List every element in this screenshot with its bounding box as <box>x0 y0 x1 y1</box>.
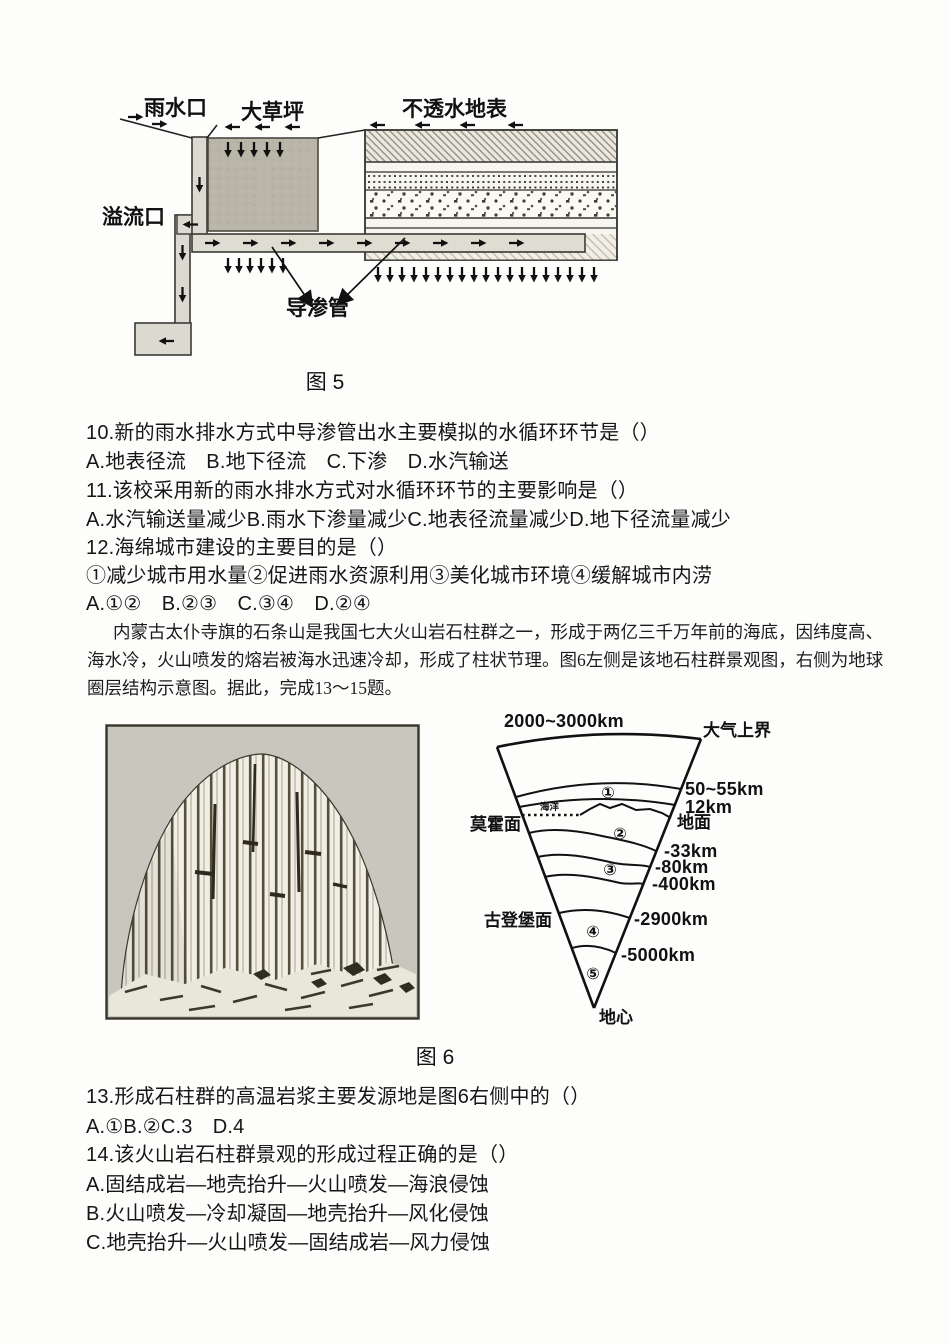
passage-line-2: 海水冷，火山喷发的熔岩被海水迅速冷却，形成了柱状节理。图6左侧是该地石柱群景观图… <box>87 650 884 670</box>
lawn-box <box>207 137 319 232</box>
q12-stem: 12.海绵城市建设的主要目的是（） <box>86 537 398 559</box>
infiltration-pipe <box>191 233 586 253</box>
label-moho: 莫霍面 <box>469 815 521 834</box>
rubble-field <box>109 962 416 1016</box>
label-earth-center: 地心 <box>599 1007 633 1027</box>
q10-stem: 10.新的雨水排水方式中导渗管出水主要模拟的水循环环节是（） <box>86 422 660 444</box>
label-ocean: 海洋 <box>540 801 560 813</box>
rock-columns-photo <box>105 724 420 1020</box>
figure5-drainage-diagram: 雨水口 大草坪 不透水地表 溢流口 导渗管 <box>102 97 618 356</box>
layer-1: ① <box>601 783 615 802</box>
basalt-dome <box>120 753 398 997</box>
q14-option-a: A.固结成岩—地壳抬升—火山喷发—海浪侵蚀 <box>86 1174 490 1196</box>
depth-33km: -33km <box>664 841 718 861</box>
seepage-arrows-right <box>373 265 599 284</box>
label-atmosphere-top: 大气上界 <box>703 720 771 740</box>
layer-2: ② <box>613 824 627 843</box>
q12-options: A.①② B.②③ C.③④ D.②④ <box>86 593 372 615</box>
q13-options: A.①B.②C.3 D.4 <box>86 1116 245 1138</box>
figure5-caption: 图 5 <box>305 371 345 394</box>
dome-cracks <box>194 763 348 900</box>
q10-options: A.地表径流 B.地下径流 C.下渗 D.水汽输送 <box>86 451 509 473</box>
label-rain-inlet: 雨水口 <box>144 97 207 120</box>
depth-5000km: -5000km <box>621 945 695 965</box>
pipe-label-leaders <box>271 237 406 309</box>
layer-4: ④ <box>586 922 600 941</box>
rubble-strokes <box>124 964 400 1012</box>
earth-layers-diagram: 2000~3000km 大气上界 海洋 50~55km 12km 地面 -33k… <box>469 711 771 1027</box>
layer-boundaries <box>515 782 682 954</box>
q11-stem: 11.该校采用新的雨水排水方式对水循环环节的主要影响是（） <box>86 480 639 502</box>
depth-50-55km: 50~55km <box>685 779 764 799</box>
depth-12km: 12km <box>685 797 732 817</box>
label-ground: 地面 <box>677 812 711 832</box>
depth-2900km: -2900km <box>634 909 708 929</box>
inlet-funnel-lines <box>119 118 366 139</box>
passage-line-1: 内蒙古太仆寺旗的石条山是我国七大火山岩石柱群之一，形成于两亿三千万年前的海底，因… <box>113 622 883 642</box>
label-impervious-surface: 不透水地表 <box>402 97 508 121</box>
layer-3: ③ <box>603 860 617 879</box>
q13-stem: 13.形成石柱群的高温岩浆主要发源地是图6右侧中的（） <box>86 1086 591 1108</box>
label-lawn: 大草坪 <box>241 101 304 124</box>
q14-stem: 14.该火山岩石柱群景观的形成过程正确的是（） <box>86 1144 519 1166</box>
seepage-arrows-left <box>223 256 288 275</box>
figure6-caption: 图 6 <box>415 1046 455 1069</box>
passage-line-3: 圈层结构示意图。据此，完成13～15题。 <box>87 678 402 698</box>
rubble-stones <box>253 962 415 993</box>
q11-options: A.水汽输送量减少B.雨水下渗量减少C.地表径流量减少D.地下径流量减少 <box>86 509 731 531</box>
q12-items: ①减少城市用水量②促进雨水资源利用③美化城市环境④缓解城市内涝 <box>86 565 713 587</box>
label-infiltration-pipe: 导渗管 <box>286 296 349 320</box>
layer-5: ⑤ <box>586 964 600 983</box>
ground-surface <box>522 802 672 819</box>
depth-80km: -80km <box>655 857 709 877</box>
layer-numbers: ① ② ③ ④ ⑤ <box>586 783 627 983</box>
atmosphere-height-range: 2000~3000km <box>504 711 624 731</box>
q14-option-b: B.火山喷发—冷却凝固—地壳抬升—风化侵蚀 <box>86 1203 490 1225</box>
depth-400km: -400km <box>652 874 716 894</box>
label-gutenberg: 古登堡面 <box>484 910 552 930</box>
q14-option-c: C.地壳抬升—火山喷发—固结成岩—风力侵蚀 <box>86 1232 491 1254</box>
label-overflow-outlet: 溢流口 <box>102 205 165 229</box>
